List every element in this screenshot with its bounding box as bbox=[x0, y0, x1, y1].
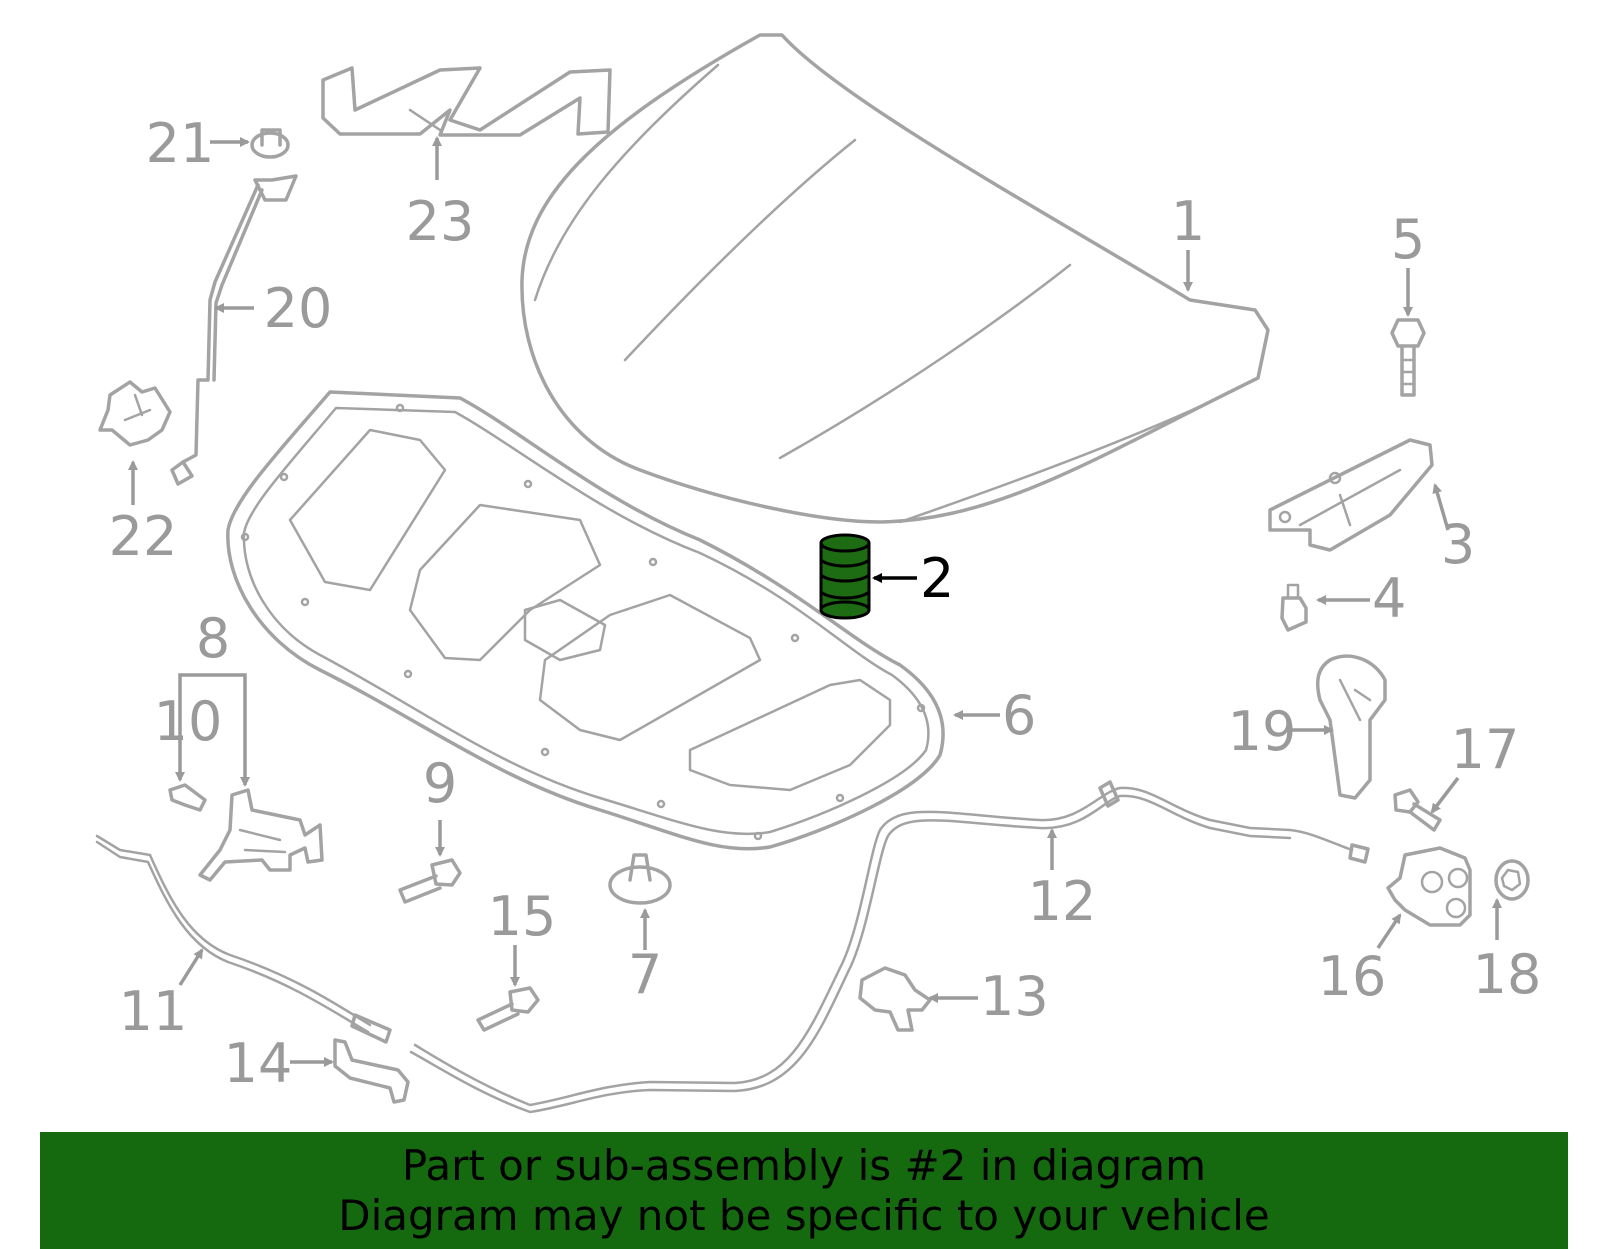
part-6-insulator[interactable] bbox=[226, 390, 945, 851]
part-11-cable[interactable] bbox=[95, 834, 392, 1044]
callout-8: 8 bbox=[196, 607, 230, 670]
part-22-holder[interactable] bbox=[98, 380, 172, 447]
part-12-cable[interactable] bbox=[409, 780, 1370, 1114]
callout-2: 2 bbox=[920, 547, 954, 610]
part-19-bracket[interactable] bbox=[1316, 654, 1387, 800]
callout-5: 5 bbox=[1391, 208, 1425, 271]
part-2-bumper[interactable] bbox=[819, 533, 871, 620]
callout-19: 19 bbox=[1228, 700, 1297, 763]
part-18-nut[interactable] bbox=[1494, 859, 1530, 901]
callout-numbers: 1 2 3 4 5 6 7 8 9 10 11 12 13 14 15 16 1… bbox=[109, 112, 1542, 1095]
banner-line-2: Diagram may not be specific to your vehi… bbox=[338, 1190, 1270, 1240]
callout-6: 6 bbox=[1002, 684, 1036, 747]
info-banner: Part or sub-assembly is #2 in diagram Di… bbox=[40, 1132, 1568, 1249]
callout-22: 22 bbox=[109, 505, 178, 568]
callout-7: 7 bbox=[628, 943, 662, 1006]
callout-23: 23 bbox=[406, 190, 475, 253]
part-15-bolt[interactable] bbox=[476, 986, 540, 1032]
leader-lines bbox=[128, 136, 1502, 1067]
part-4-stud[interactable] bbox=[1280, 583, 1308, 632]
part-8-latch-bracket[interactable] bbox=[198, 788, 324, 882]
callout-14: 14 bbox=[224, 1032, 293, 1095]
part-3-hinge[interactable] bbox=[1268, 438, 1434, 552]
callout-16: 16 bbox=[1318, 945, 1387, 1008]
callout-12: 12 bbox=[1028, 870, 1097, 933]
part-14-handle[interactable] bbox=[333, 1038, 410, 1104]
part-5-bolt[interactable] bbox=[1390, 318, 1426, 397]
callout-10: 10 bbox=[154, 690, 223, 753]
part-10-clip[interactable] bbox=[168, 783, 207, 812]
part-1-hood[interactable] bbox=[520, 33, 1270, 524]
callout-21: 21 bbox=[146, 112, 215, 175]
part-20-stay-rod[interactable] bbox=[170, 174, 298, 486]
callout-9: 9 bbox=[423, 752, 457, 815]
callout-4: 4 bbox=[1372, 567, 1406, 630]
part-23-emblem[interactable] bbox=[321, 66, 612, 137]
part-17-bolt[interactable] bbox=[1393, 788, 1442, 832]
callout-17: 17 bbox=[1451, 718, 1520, 781]
callout-1: 1 bbox=[1171, 190, 1205, 253]
callout-11: 11 bbox=[119, 980, 188, 1043]
part-21-clip[interactable] bbox=[250, 128, 290, 159]
part-7-grommet[interactable] bbox=[608, 853, 672, 905]
part-16-latch[interactable] bbox=[1386, 846, 1472, 927]
callout-18: 18 bbox=[1473, 943, 1542, 1006]
callout-3: 3 bbox=[1441, 513, 1475, 576]
part-9-bolt[interactable] bbox=[398, 858, 462, 904]
part-13-guide[interactable] bbox=[858, 966, 932, 1032]
callout-13: 13 bbox=[980, 965, 1049, 1028]
banner-line-1: Part or sub-assembly is #2 in diagram bbox=[401, 1140, 1207, 1190]
callout-20: 20 bbox=[264, 277, 333, 340]
callout-15: 15 bbox=[488, 885, 557, 948]
